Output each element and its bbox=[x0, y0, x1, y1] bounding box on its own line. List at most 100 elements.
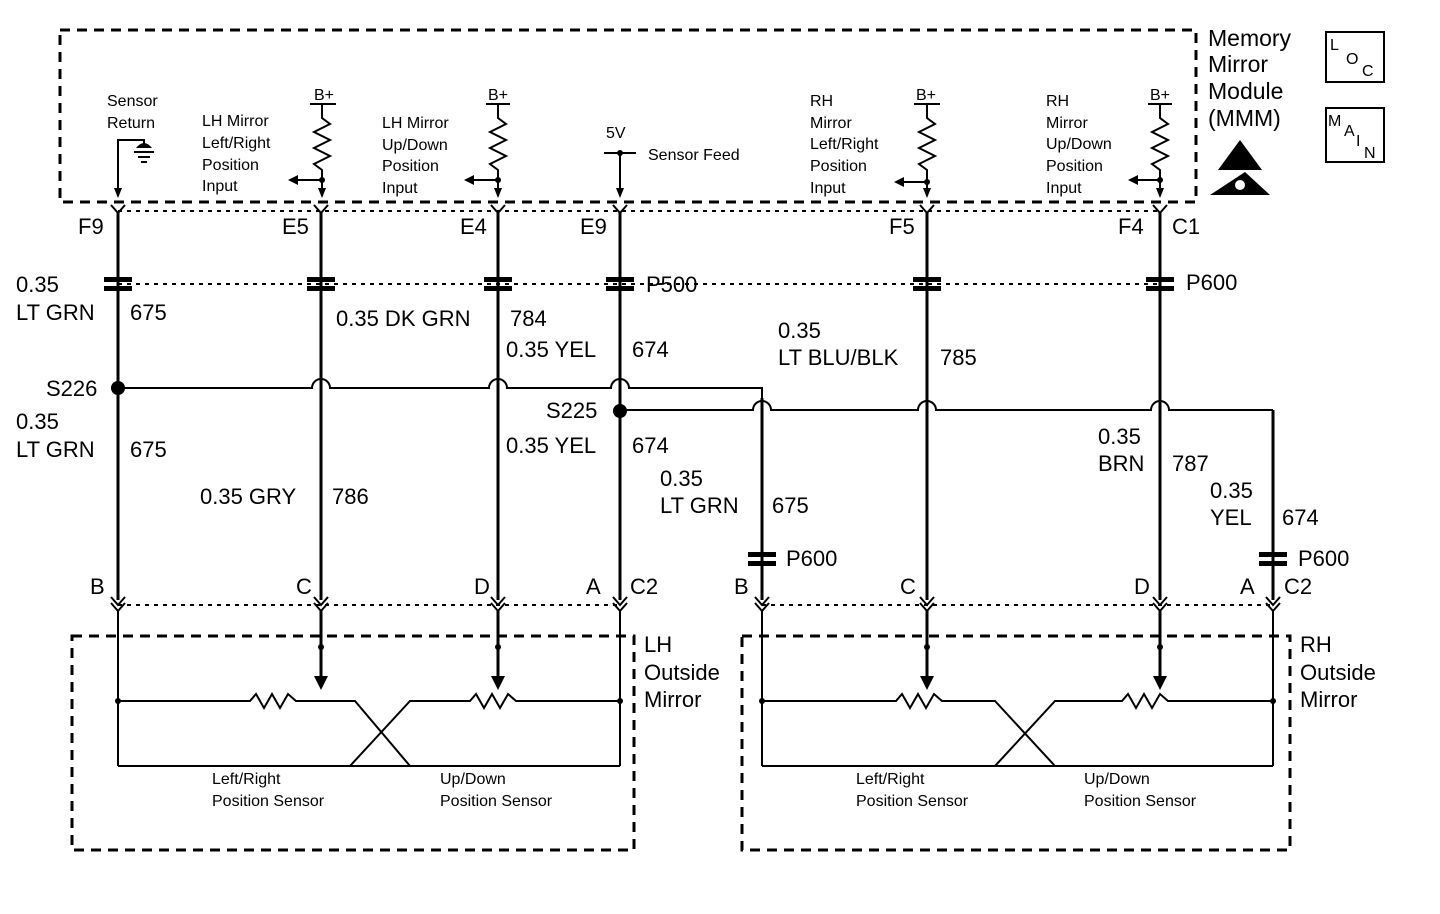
wire-size: 0.35 bbox=[1098, 424, 1141, 449]
wire-color: LT GRN bbox=[660, 493, 739, 518]
main-letter-m: M bbox=[1328, 113, 1341, 130]
wire-784-label: 0.35 DK GRN bbox=[336, 306, 471, 331]
lh-ud-input-circuit: LH Mirror Up/Down Position Input B+ bbox=[382, 87, 510, 198]
rh-mirror-title-line-2: Outside bbox=[1300, 660, 1376, 685]
rh-sensor-network bbox=[759, 611, 1276, 767]
pin-e5: E5 bbox=[282, 214, 309, 239]
rh-ud-sensor-line-1: Up/Down bbox=[1084, 771, 1150, 788]
lh-ud-sensor-line-2: Position Sensor bbox=[440, 793, 553, 810]
pin-rh-c2: C2 bbox=[1284, 574, 1312, 599]
sensor-return: Sensor Return bbox=[107, 93, 158, 198]
rh-ud-input-line-5: Input bbox=[1046, 180, 1082, 197]
wire-674-mid-number: 674 bbox=[632, 433, 669, 458]
splice-s226-dot bbox=[111, 381, 125, 395]
module-title-line-4: (MMM) bbox=[1208, 105, 1281, 131]
connector-p600-rh-b: P600 bbox=[786, 546, 837, 571]
rh-lr-sensor-line-1: Left/Right bbox=[856, 771, 925, 788]
lh-ud-input-line-1: LH Mirror bbox=[382, 115, 449, 132]
rh-outside-mirror-box bbox=[740, 634, 1292, 852]
five-v-label: 5V bbox=[606, 125, 626, 142]
pin-e4: E4 bbox=[460, 214, 487, 239]
wire-675-top-label: 0.35 LT GRN 675 bbox=[16, 272, 167, 325]
connector-p600-top: P600 bbox=[1186, 270, 1237, 295]
pin-rh-d: D bbox=[1134, 574, 1150, 599]
lr-potentiometer-icon bbox=[762, 691, 1056, 767]
rh-ud-input-line-2: Mirror bbox=[1046, 115, 1088, 132]
module-title-line-1: Memory bbox=[1208, 25, 1292, 51]
lh-outside-mirror-box bbox=[70, 634, 636, 852]
ud-potentiometer-icon bbox=[994, 691, 1273, 767]
sensor-feed: 5V Sensor Feed bbox=[604, 125, 740, 198]
module-title-line-3: Module bbox=[1208, 78, 1283, 104]
main-icon: M A I N bbox=[1325, 107, 1385, 163]
ground-icon bbox=[136, 143, 152, 148]
bplus-label: B+ bbox=[1150, 87, 1170, 104]
rh-ud-input-line-3: Up/Down bbox=[1046, 136, 1112, 153]
splice-s225-label: S225 bbox=[546, 398, 597, 423]
pin-rh-c: C bbox=[900, 574, 916, 599]
lh-lr-sensor-line-2: Position Sensor bbox=[212, 793, 325, 810]
loc-letter-o: O bbox=[1346, 51, 1358, 68]
pin-lh-a: A bbox=[586, 574, 601, 599]
wire-number: 675 bbox=[772, 493, 809, 518]
lh-lr-input-line-2: Left/Right bbox=[202, 135, 271, 152]
lr-potentiometer-icon bbox=[118, 691, 411, 767]
bplus-label: B+ bbox=[314, 87, 334, 104]
lh-mirror-title: LH Outside Mirror bbox=[644, 632, 720, 712]
bplus-label: B+ bbox=[916, 87, 936, 104]
inline-connector-p600-rh bbox=[748, 552, 1287, 566]
wire-color: LT GRN bbox=[16, 300, 95, 325]
rh-lr-input-line-1: RH bbox=[810, 93, 833, 110]
wire-674-top-number: 674 bbox=[632, 337, 669, 362]
wire-number: 675 bbox=[130, 300, 167, 325]
splice-s225-bus bbox=[620, 400, 1273, 411]
rh-ud-input-line-4: Position bbox=[1046, 158, 1103, 175]
wire-size: 0.35 bbox=[778, 318, 821, 343]
main-letter-i: I bbox=[1356, 133, 1360, 150]
lh-mirror-title-line-1: LH bbox=[644, 632, 672, 657]
lh-lr-input-circuit: LH Mirror Left/Right Position Input B+ bbox=[202, 87, 336, 198]
pin-e9: E9 bbox=[580, 214, 607, 239]
lh-lr-sensor-line-1: Left/Right bbox=[212, 771, 281, 788]
pullup-resistor-icon bbox=[311, 104, 333, 196]
wire-color: LT BLU/BLK bbox=[778, 345, 899, 370]
pin-lh-d: D bbox=[474, 574, 490, 599]
sensor-feed-label: Sensor Feed bbox=[648, 147, 740, 164]
wire-675-rh-label: 0.35 LT GRN 675 bbox=[660, 466, 809, 518]
loc-letter-c: C bbox=[1362, 63, 1374, 80]
rh-ud-input-line-1: RH bbox=[1046, 93, 1069, 110]
wire-size: 0.35 bbox=[16, 409, 59, 434]
rh-mirror-title-line-3: Mirror bbox=[1300, 687, 1357, 712]
wire-color: BRN bbox=[1098, 451, 1144, 476]
bplus-label: B+ bbox=[488, 87, 508, 104]
splice-s226-label: S226 bbox=[46, 376, 97, 401]
splice-s226-bus bbox=[118, 378, 763, 410]
wire-size: 0.35 bbox=[16, 272, 59, 297]
pin-lh-b: B bbox=[90, 574, 105, 599]
ud-potentiometer-icon bbox=[349, 691, 620, 767]
main-letter-n: N bbox=[1364, 145, 1376, 162]
sensor-return-line-2: Return bbox=[107, 115, 155, 132]
connector-p500: P500 bbox=[646, 272, 697, 297]
lh-ud-input-line-4: Input bbox=[382, 180, 418, 197]
lh-ud-sensor-line-1: Up/Down bbox=[440, 771, 506, 788]
pin-lh-c2: C2 bbox=[630, 574, 658, 599]
lh-ud-input-line-3: Position bbox=[382, 158, 439, 175]
module-title-line-2: Mirror bbox=[1208, 51, 1268, 77]
lh-lr-input-line-3: Position bbox=[202, 157, 259, 174]
rh-ud-sensor-line-2: Position Sensor bbox=[1084, 793, 1197, 810]
wire-675-mid-label: 0.35 LT GRN 675 bbox=[16, 409, 167, 462]
pin-rh-b: B bbox=[734, 574, 749, 599]
wire-size: 0.35 bbox=[660, 466, 703, 491]
rh-ud-input-circuit: RH Mirror Up/Down Position Input B+ bbox=[1046, 87, 1172, 198]
pin-lh-c: C bbox=[296, 574, 312, 599]
rh-lr-input-circuit: RH Mirror Left/Right Position Input B+ bbox=[810, 87, 940, 198]
pullup-resistor-icon bbox=[916, 104, 938, 196]
lh-sensor-network bbox=[115, 611, 623, 767]
rh-lr-input-line-2: Mirror bbox=[810, 115, 852, 132]
pin-f5: F5 bbox=[889, 214, 915, 239]
wire-number: 785 bbox=[940, 345, 977, 370]
esd-warning-icon bbox=[1210, 140, 1270, 195]
pullup-resistor-icon bbox=[1149, 104, 1171, 196]
